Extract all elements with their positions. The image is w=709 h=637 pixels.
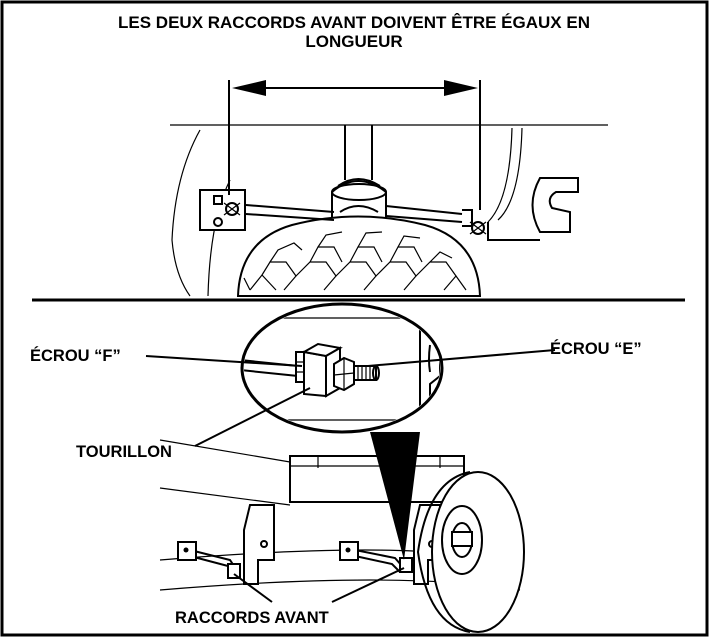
title-line-2: LONGUEUR: [305, 32, 402, 51]
length-dimension-arrow: [228, 80, 481, 210]
title-line-1: LES DEUX RACCORDS AVANT DOIVENT ÊTRE ÉGA…: [118, 13, 590, 32]
callout-pointer: [370, 432, 420, 560]
label-nut-f: ÉCROU “F”: [30, 346, 121, 365]
label-front-links: RACCORDS AVANT: [175, 609, 329, 627]
label-nut-e: ÉCROU “E”: [550, 339, 642, 358]
magnified-callout: [240, 302, 444, 434]
label-trunnion: TOURILLON: [76, 443, 172, 461]
leader-lines: [145, 349, 556, 603]
bottom-panel-illustration: [159, 439, 525, 633]
top-panel-illustration: [170, 124, 608, 297]
